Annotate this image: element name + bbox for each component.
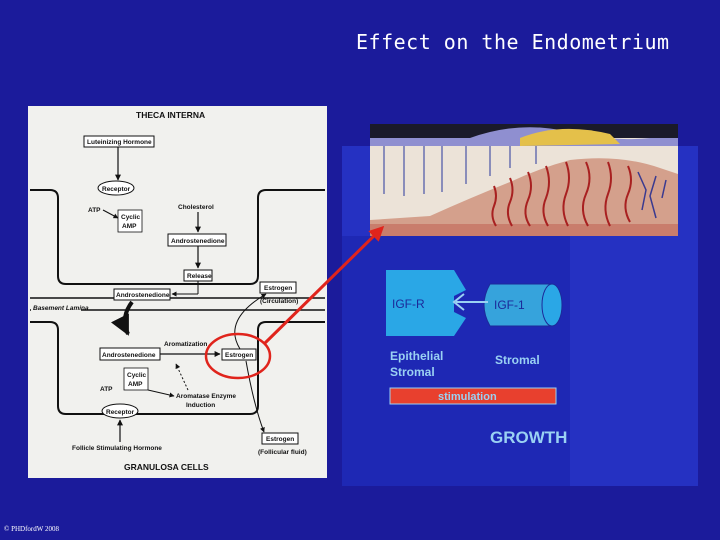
granulosa-cell-outline [30, 321, 325, 415]
theca-receptor-label: Receptor [102, 186, 131, 193]
theca-atp-arrow [102, 209, 119, 219]
theca-camp-2: AMP [122, 223, 137, 230]
androstenedione-transfer-arrow [111, 300, 134, 336]
cholesterol-label: Cholesterol [178, 204, 214, 211]
binding-arrow [452, 293, 488, 311]
androstenedione-theca-box [167, 233, 227, 247]
growth-label: GROWTH [490, 428, 567, 447]
androstenedione-granulosa-label: Androstenedione [102, 352, 156, 359]
granulosa-camp-2: AMP [128, 381, 143, 388]
release-label: Release [187, 273, 212, 280]
circulation-label: (Circulation) [260, 298, 298, 305]
lh-label: Luteinizing Hormone [87, 139, 152, 146]
estrogen-fluid-box [261, 432, 299, 445]
aromatase-arrow [175, 363, 189, 391]
androstenedione-out-label: Androstenedione [116, 292, 170, 299]
epithelial-label: Epithelial [390, 349, 443, 363]
basement-lamina-mask [31, 304, 81, 312]
two-cell-diagram-svg: THECA INTERNA Luteinizing Hormone Recept… [30, 110, 325, 472]
aromatase-line-1: Aromatase Enzyme [176, 393, 236, 400]
stromal-right-label: Stromal [495, 353, 540, 367]
estrogen-fluid-label: Estrogen [266, 436, 294, 443]
estrogen-circulation-label: Estrogen [264, 285, 292, 292]
aromatization-label: Aromatization [164, 341, 207, 348]
theca-receptor [97, 180, 135, 196]
granulosa-receptor-label: Receptor [106, 409, 135, 416]
fsh-label: Follicle Stimulating Hormone [72, 445, 162, 452]
theca-heading: THECA INTERNA [136, 110, 205, 120]
two-cell-diagram: THECA INTERNA Luteinizing Hormone Recept… [28, 106, 327, 478]
granulosa-camp-box [123, 367, 149, 391]
igf-1-label: IGF-1 [494, 298, 525, 312]
theca-camp-box [117, 209, 143, 233]
follicular-fluid-label: (Follicular fluid) [258, 449, 307, 456]
igf-r-label: IGF-R [392, 297, 425, 311]
igf-1-ligand [483, 283, 553, 327]
androstenedione-theca-label: Androstenedione [171, 238, 225, 245]
growth-schematic: IGF-R IGF-1 Epithelial Stromal Stromal s… [386, 270, 567, 447]
granulosa-camp-1: Cyclic [127, 372, 147, 379]
lh-box [83, 135, 155, 148]
granulosa-atp: ATP [100, 386, 113, 393]
androstenedione-out-box [113, 288, 171, 301]
theca-atp: ATP [88, 207, 101, 214]
estrogen-granulosa-label: Estrogen [225, 352, 253, 359]
endometrium-cycle-image [370, 124, 678, 236]
granulosa-receptor [101, 403, 139, 419]
basement-lamina-label: Basement Lamina [33, 305, 89, 312]
aromatase-line-2: Induction [186, 402, 215, 409]
stimulation-label: stimulation [438, 391, 497, 403]
slide-title: Effect on the Endometrium [356, 30, 670, 54]
stromal-left-label: Stromal [390, 365, 435, 379]
stimulation-bar [389, 387, 557, 405]
camp-aromatase-arrow [147, 389, 175, 398]
estrogen-to-fluid-arrow [245, 360, 265, 433]
igf-receptor-shape [386, 270, 466, 336]
theca-camp-1: Cyclic [121, 214, 141, 221]
granulosa-heading: GRANULOSA CELLS [124, 462, 209, 472]
copyright: © PHDfordW 2008 [4, 525, 59, 533]
theca-cell-outline [30, 189, 325, 285]
